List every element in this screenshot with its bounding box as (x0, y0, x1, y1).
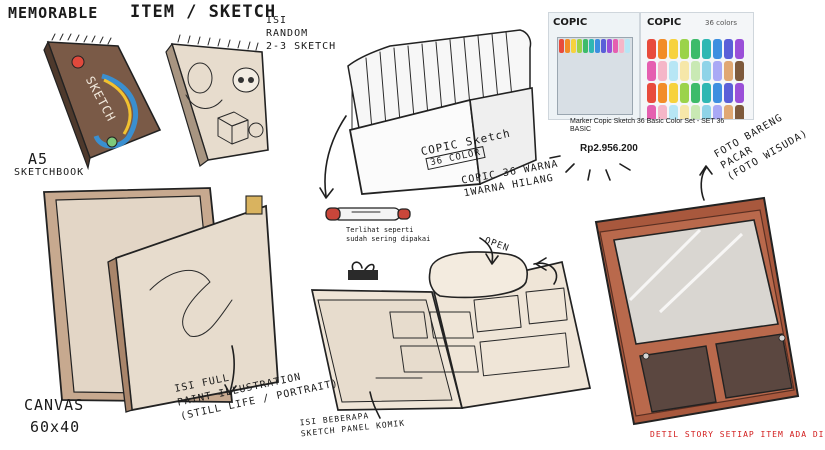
marker-swatch (724, 61, 733, 81)
marker-swatch (601, 39, 606, 53)
marker-swatch (691, 83, 700, 103)
marker-used-note: Terlihat seperti sudah sering dipakai (346, 226, 431, 243)
marker-swatch (691, 61, 700, 81)
sketchbook-size-label: A5 (28, 150, 49, 168)
marker-swatch (658, 39, 667, 59)
sketchbook-left (43, 33, 162, 171)
marker-swatch (669, 105, 678, 119)
marker-swatch-grid (647, 39, 747, 119)
comic-book (310, 251, 592, 411)
marker-swatch (571, 39, 576, 53)
marker-swatch (613, 39, 618, 53)
photo-frame (594, 196, 800, 426)
copic-box (347, 29, 537, 195)
marker-swatch (691, 39, 700, 59)
marker-swatch (658, 83, 667, 103)
product-box-text: 36 colors (705, 19, 738, 27)
product-photo-1: COPIC (548, 12, 640, 120)
marker-swatch (724, 105, 733, 119)
canvas-size: 60x40 (30, 418, 81, 436)
product-brand-1: COPIC (553, 17, 588, 28)
marker-swatch (583, 39, 588, 53)
canvas-name: CANVAS (24, 396, 85, 414)
product-name: Marker Copic Sketch 36 Basic Color Set -… (570, 118, 725, 133)
marker-swatch (680, 105, 689, 119)
marker-swatch (658, 61, 667, 81)
sketchbook-right (165, 34, 269, 167)
marker-swatch (647, 61, 656, 81)
marker-swatch (724, 39, 733, 59)
marker-swatch (577, 39, 582, 53)
product-price: Rp2.956.200 (580, 143, 638, 154)
marker-swatch (607, 39, 612, 53)
marker-swatch (724, 83, 733, 103)
marker-swatch (589, 39, 594, 53)
marker-swatch (680, 39, 689, 59)
marker-swatch (658, 105, 667, 119)
marker-swatch (669, 39, 678, 59)
marker-swatch (669, 83, 678, 103)
sketchbook-note: ISI RANDOM 2-3 SKETCH (266, 15, 337, 52)
marker-swatch (713, 61, 722, 81)
marker-caps (347, 29, 532, 135)
marker-swatch (619, 39, 624, 53)
marker-swatch (625, 39, 630, 53)
marker-swatch (702, 105, 711, 119)
canvas-boards (43, 187, 279, 413)
marker-swatch (713, 105, 722, 119)
marker-swatch (713, 83, 722, 103)
marker-swatch (735, 61, 744, 81)
marker-swatch (647, 105, 656, 119)
product-photo-2: COPIC 36 colors (640, 12, 754, 120)
marker-swatch (702, 61, 711, 81)
footer-note: DETIL STORY SETIAP ITEM ADA DI FIGMA (650, 430, 825, 439)
marker-swatch (559, 39, 564, 53)
header-title-left: MEMORABLE (8, 4, 99, 22)
marker-swatch (680, 83, 689, 103)
marker-swatch (565, 39, 570, 53)
marker-swatch (702, 83, 711, 103)
marker-swatch (735, 105, 744, 119)
marker-swatch (713, 39, 722, 59)
marker-swatch (595, 39, 600, 53)
marker-swatch (680, 61, 689, 81)
marker-swatch (691, 105, 700, 119)
marker-swatch (735, 39, 744, 59)
single-marker (325, 207, 411, 221)
marker-swatch (647, 39, 656, 59)
sketchbook-type-label: SKETCHBOOK (14, 167, 85, 178)
product-brand-2: COPIC (647, 17, 682, 28)
marker-swatch-row-1 (559, 39, 631, 53)
header-title-right: ITEM / SKETCH (130, 2, 277, 22)
marker-swatch (669, 61, 678, 81)
marker-swatch (702, 39, 711, 59)
marker-swatch (647, 83, 656, 103)
marker-swatch (735, 83, 744, 103)
